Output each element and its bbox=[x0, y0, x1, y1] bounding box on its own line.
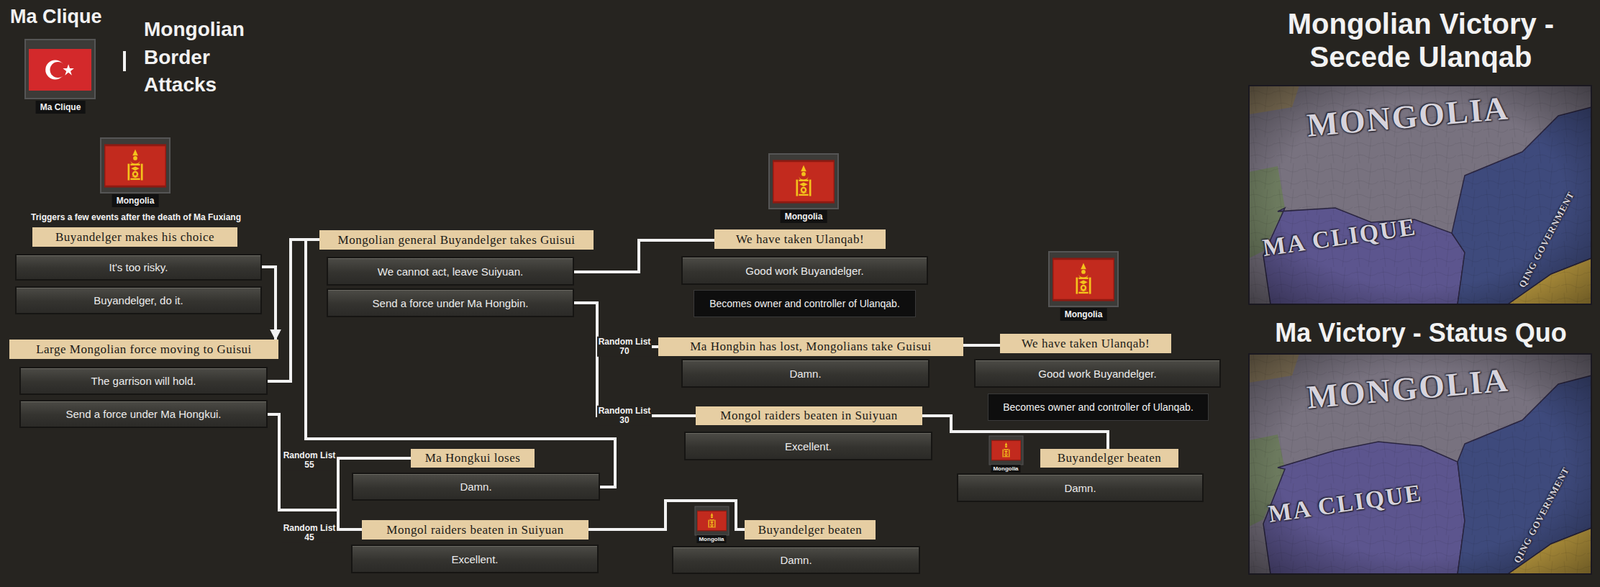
node-text: Excellent. bbox=[784, 440, 832, 453]
connector bbox=[574, 302, 696, 416]
node-text: Send a force under Ma Hongbin. bbox=[372, 297, 529, 310]
heading: Ma Clique bbox=[10, 5, 103, 29]
option-button: Damn. bbox=[681, 358, 930, 388]
edge-label: Random List 45 bbox=[282, 523, 337, 544]
connector bbox=[267, 414, 362, 530]
diagram-title: Mongolian Border Attacks bbox=[143, 15, 258, 100]
flag-label: Mongolia bbox=[780, 210, 828, 224]
event-title: We have taken Ulanqab! bbox=[1000, 333, 1172, 354]
node-text: We have taken Ulanqab! bbox=[1021, 336, 1150, 352]
event-title: Large Mongolian force moving to Guisui bbox=[9, 339, 279, 359]
node-text: Mongol raiders beaten in Suiyuan bbox=[386, 523, 564, 538]
option-button: It's too risky. bbox=[15, 253, 262, 281]
edge-label: Random List 30 bbox=[597, 405, 652, 426]
outcome-heading: Ma Victory - Status Quo bbox=[1274, 317, 1567, 348]
outcome-heading: Mongolian Victory - Secede Ulanqab bbox=[1244, 7, 1598, 74]
option-button: Damn. bbox=[956, 473, 1204, 503]
edge-label: Random List 70 bbox=[597, 336, 652, 357]
node-text: Damn. bbox=[789, 367, 821, 380]
note: Triggers a few events after the death of… bbox=[30, 212, 242, 223]
node-text: Ma Hongkui loses bbox=[425, 451, 521, 466]
option-button: Damn. bbox=[671, 546, 921, 575]
node-text: Buyandelger beaten bbox=[758, 523, 862, 538]
node-text: We have taken Ulanqab! bbox=[735, 232, 865, 247]
event-title: Buyandelger beaten bbox=[1040, 448, 1179, 468]
option-button: Send a force under Ma Hongbin. bbox=[326, 288, 575, 318]
node-text: Damn. bbox=[1064, 482, 1096, 495]
option-button: Good work Buyandelger. bbox=[974, 358, 1221, 388]
node-text: Mongolian general Buyandelger takes Guis… bbox=[338, 233, 576, 248]
option-button: The garrison will hold. bbox=[19, 366, 268, 395]
node-text: Send a force under Ma Hongkui. bbox=[66, 407, 222, 421]
connector bbox=[261, 266, 276, 340]
node-text: Good work Buyandelger. bbox=[745, 264, 864, 277]
option-button: Excellent. bbox=[684, 431, 933, 461]
option-button: Good work Buyandelger. bbox=[681, 256, 929, 285]
connector bbox=[267, 239, 320, 382]
event-title: Mongol raiders beaten in Suiyuan bbox=[361, 520, 589, 540]
node-text: We cannot act, leave Suiyuan. bbox=[377, 265, 524, 278]
node-text: Excellent. bbox=[451, 553, 498, 566]
flag-label: Ma Clique bbox=[35, 100, 86, 114]
option-button: We cannot act, leave Suiyuan. bbox=[326, 256, 575, 286]
event-title: Mongolian general Buyandelger takes Guis… bbox=[319, 230, 594, 250]
node-text: Ma Hongbin has lost, Mongolians take Gui… bbox=[689, 339, 932, 354]
effect-box: Becomes owner and controller of Ulanqab. bbox=[987, 393, 1209, 421]
option-button: Damn. bbox=[351, 472, 600, 501]
event-title: Buyandelger beaten bbox=[744, 520, 876, 540]
event-title: Ma Hongkui loses bbox=[410, 448, 535, 468]
node-text: Damn. bbox=[459, 480, 492, 493]
node-text: It's too risky. bbox=[109, 261, 169, 274]
event-title: Mongol raiders beaten in Suiyuan bbox=[695, 406, 923, 426]
node-text: Good work Buyandelger. bbox=[1038, 367, 1157, 380]
node-text: Large Mongolian force moving to Guisui bbox=[35, 342, 252, 357]
connector bbox=[588, 500, 745, 530]
node-text: The garrison will hold. bbox=[91, 374, 197, 388]
option-button: Send a force under Ma Hongkui. bbox=[19, 400, 268, 429]
node-text: Mongol raiders beaten in Suiyuan bbox=[720, 408, 898, 424]
flag-label: Mongolia bbox=[696, 535, 726, 544]
node-text: Becomes owner and controller of Ulanqab. bbox=[1002, 401, 1194, 413]
node-text: Damn. bbox=[779, 553, 812, 567]
event-title: Buyandelger makes his choice bbox=[32, 227, 238, 247]
node-text: Buyandelger, do it. bbox=[93, 294, 183, 307]
node-text: Becomes owner and controller of Ulanqab. bbox=[709, 297, 900, 310]
option-button: Buyandelger, do it. bbox=[15, 286, 262, 315]
edge-label: Random List 55 bbox=[282, 450, 337, 471]
node-text: Buyandelger beaten bbox=[1057, 451, 1162, 466]
flag-label: Mongolia bbox=[1060, 307, 1108, 321]
connector bbox=[305, 239, 616, 488]
flag-label: Mongolia bbox=[990, 464, 1021, 473]
node-text: Buyandelger makes his choice bbox=[55, 230, 215, 245]
event-title: Ma Hongbin has lost, Mongolians take Gui… bbox=[658, 337, 964, 357]
option-button: Excellent. bbox=[351, 544, 599, 574]
event-title: We have taken Ulanqab! bbox=[714, 229, 886, 249]
connector bbox=[963, 343, 1000, 347]
flag-label: Mongolia bbox=[112, 194, 159, 208]
effect-box: Becomes owner and controller of Ulanqab. bbox=[693, 289, 916, 318]
